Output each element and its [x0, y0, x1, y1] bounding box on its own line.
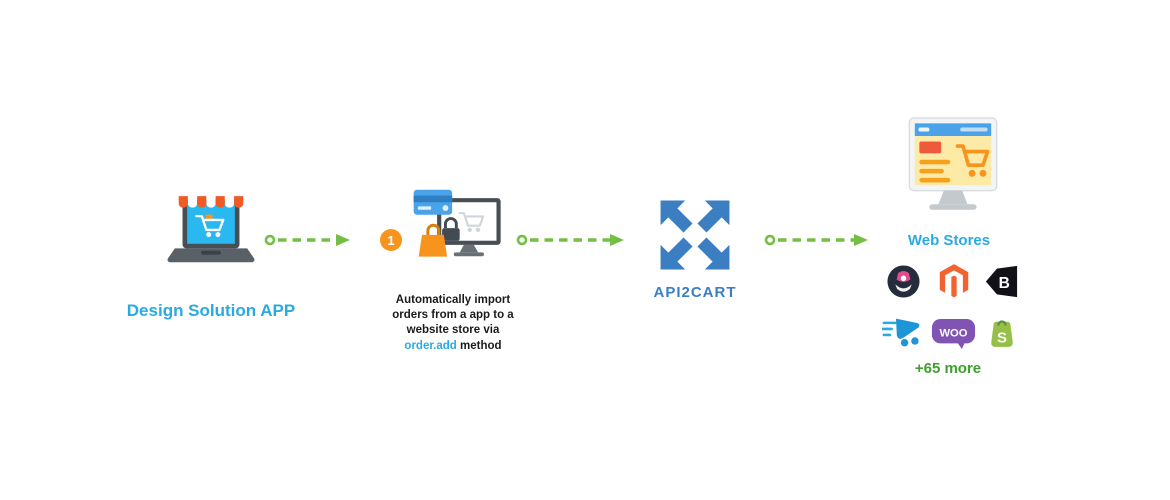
api2cart-node-label: API2CART	[653, 284, 737, 301]
shopify-letter: S	[997, 329, 1007, 346]
api2cart-node-icon	[654, 194, 736, 276]
dashed-arrow-icon	[264, 234, 350, 246]
caption-line-4-rest: method	[456, 339, 502, 352]
step1-node-icon	[412, 188, 504, 265]
screen-cart-glyph	[955, 144, 990, 177]
caption-line-3: website store via	[406, 324, 500, 337]
platform-woocommerce: WOO	[931, 318, 976, 350]
woocommerce-icon: WOO	[931, 319, 976, 349]
flow-arrow-2	[516, 232, 626, 248]
platform-opencart	[882, 316, 922, 347]
magento-icon	[939, 264, 969, 298]
order-import-icon	[413, 189, 501, 257]
cart-glyph	[195, 214, 225, 238]
app-node-label: Design Solution APP	[126, 301, 296, 320]
dashed-arrow-icon	[516, 234, 624, 246]
bigcommerce-letter: B	[999, 275, 1010, 292]
flow-arrow-3	[764, 232, 870, 248]
more-platforms-label: +65 more	[914, 360, 982, 377]
webstore-monitor-icon	[908, 117, 998, 210]
step1-caption: Automatically import orders from a app t…	[383, 293, 523, 354]
shopify-icon: S	[991, 320, 1013, 347]
platform-shopify: S	[988, 316, 1016, 348]
shopping-bag-icon	[418, 223, 448, 257]
platform-bigcommerce: B	[985, 265, 1018, 298]
platform-prestashop	[887, 265, 920, 298]
dashed-arrow-icon	[764, 234, 868, 246]
webstores-node-icon	[903, 116, 1003, 218]
api2cart-arrows-icon	[660, 200, 730, 270]
storefront-laptop-icon	[167, 196, 255, 263]
app-node-icon	[161, 196, 261, 267]
caption-line-2: orders from a app to a	[392, 309, 514, 322]
screen-cart-glyph	[458, 212, 485, 233]
flow-arrow-1	[264, 232, 352, 248]
platform-magento	[938, 263, 970, 299]
padlock-icon	[442, 217, 460, 241]
awning-stripes	[178, 196, 244, 208]
opencart-icon	[882, 318, 920, 347]
woocommerce-text: WOO	[939, 327, 967, 339]
prestashop-icon	[887, 265, 920, 298]
step-number-badge: 1	[380, 229, 402, 251]
caption-line-1: Automatically import	[395, 294, 511, 306]
webstores-node-label: Web Stores	[907, 232, 991, 249]
order-add-method-link[interactable]: order.add	[404, 339, 457, 352]
bigcommerce-icon: B	[985, 265, 1018, 298]
credit-card-icon	[413, 189, 453, 215]
